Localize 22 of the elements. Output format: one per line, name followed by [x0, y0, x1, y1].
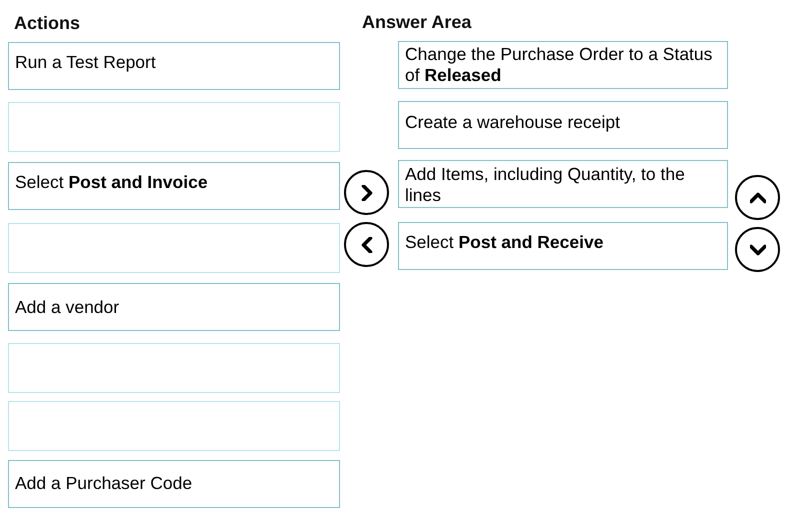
- empty-slot: [8, 401, 340, 451]
- answer-tile: [398, 41, 728, 89]
- tile-text: Create a warehouse receipt: [405, 112, 621, 133]
- empty-slot: [8, 102, 340, 152]
- empty-slot: [8, 223, 340, 273]
- tile-text: Change the Purchase Order to a Status of Released: [405, 44, 714, 86]
- empty-slot: [8, 343, 340, 393]
- tile-text: Select Post and Invoice: [15, 172, 209, 193]
- tile-text: Select Post and Receive: [405, 232, 604, 253]
- answer-tile: [8, 162, 340, 210]
- column-heading: Answer Area: [362, 11, 472, 33]
- answer-tile: [398, 222, 728, 270]
- answer-tile: [8, 283, 340, 331]
- answer-tile: [398, 101, 728, 149]
- answer-tile: [398, 160, 728, 208]
- answer-tile: [8, 460, 340, 508]
- tile-text: Add Items, including Quantity, to the lines: [405, 164, 686, 206]
- answer-tile: [8, 42, 340, 90]
- tile-text: Add a vendor: [15, 297, 120, 318]
- column-heading: Actions: [14, 12, 80, 34]
- tile-text: Run a Test Report: [15, 52, 157, 73]
- tile-text: Add a Purchaser Code: [15, 473, 194, 494]
